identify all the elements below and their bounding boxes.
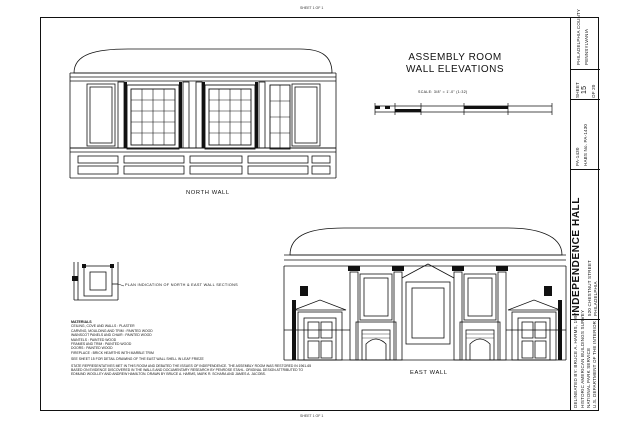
east-wall-caption: EAST WALL (410, 370, 448, 376)
title-block-index-cell: PA-1430 HABS No. PA-1430 (571, 99, 600, 169)
note-line: FRAMES AND TRIM : PAINTED WOOD (71, 342, 132, 347)
state-name: PENNSYLVANIA (584, 28, 589, 65)
note-line: WAINSCOT PANELS AND CHAIR : PAINTED WOOD (71, 333, 152, 338)
title-line-2: WALL ELEVATIONS (405, 64, 505, 75)
note-line: FIREPLACE : BRICK HEARTHS WITH MARBLE TR… (71, 350, 154, 355)
bottom-sheet-marker: SHEET 1 OF 1 (300, 414, 324, 418)
notes-heading: MATERIALS (71, 320, 92, 324)
building-location: 520 CHESTNUT STREET (587, 260, 592, 316)
note-line: DOORS : PAINTED WOOD (71, 346, 113, 351)
scale-note: SCALE: 3/8" = 1'-0" (1:32) (418, 90, 468, 94)
title-line-1: ASSEMBLY ROOM (408, 52, 502, 63)
note-paragraph: STATE REPRESENTATIVES MET IN THIS ROOM A… (71, 363, 312, 377)
delineated-by: DELINEATED BY: BRUCE A. HARMS, 1997 (573, 312, 578, 408)
title-block-name-cell: INDEPENDENCE HALL 520 CHESTNUT STREET PH… (571, 169, 600, 319)
drawing-title: ASSEMBLY ROOM WALL ELEVATIONS (395, 52, 515, 76)
sheet-of: OF 20 (591, 84, 596, 98)
title-block: SHEET 15 OF 20 PA-1430 HABS No. PA-1430 … (570, 9, 600, 411)
note-line: CEILING, COVE AND WALLS : PLASTER (71, 324, 135, 329)
survey-number: PA-1430 (575, 147, 580, 166)
title-block-agency-cell: DELINEATED BY: BRUCE A. HARMS, 1997 HIST… (571, 310, 600, 411)
sheet-number: 15 (581, 85, 588, 94)
survey-name: HISTORIC AMERICAN BUILDINGS SURVEY (580, 309, 585, 408)
title-block-top-cell: PHILADELPHIA COUNTY PENNSYLVANIA (571, 9, 600, 69)
sheet-label: SHEET (575, 81, 580, 98)
sheet-border (40, 17, 599, 411)
department-name: U.S. DEPARTMENT OF THE INTERIOR (592, 320, 597, 408)
note-see-sheet: SEE SHEET 15 FOR DETAIL DRAWING OF THE E… (71, 357, 204, 362)
county-name: PHILADELPHIA COUNTY (576, 8, 581, 65)
materials-notes: MATERIALS CEILING, COVE AND WALLS : PLAS… (71, 320, 316, 377)
top-sheet-marker: SHEET 1 OF 1 (300, 6, 324, 10)
agency-name: NATIONAL PARK SERVICE (586, 347, 591, 408)
building-city: PHILADELPHIA (593, 281, 598, 316)
plan-indication-caption: PLAN INDICATION OF NORTH & EAST WALL SEC… (125, 283, 239, 287)
title-block-sheet-cell: SHEET 15 OF 20 (571, 69, 600, 99)
index-number: HABS No. PA-1430 (583, 123, 588, 166)
building-name: INDEPENDENCE HALL (571, 196, 582, 316)
note-line: CARVING, MOULDING AND TRIM : PAINTED WOO… (71, 328, 153, 333)
note-line: MANTELS : PAINTED WOOD (71, 337, 117, 342)
north-wall-caption: NORTH WALL (186, 190, 230, 196)
